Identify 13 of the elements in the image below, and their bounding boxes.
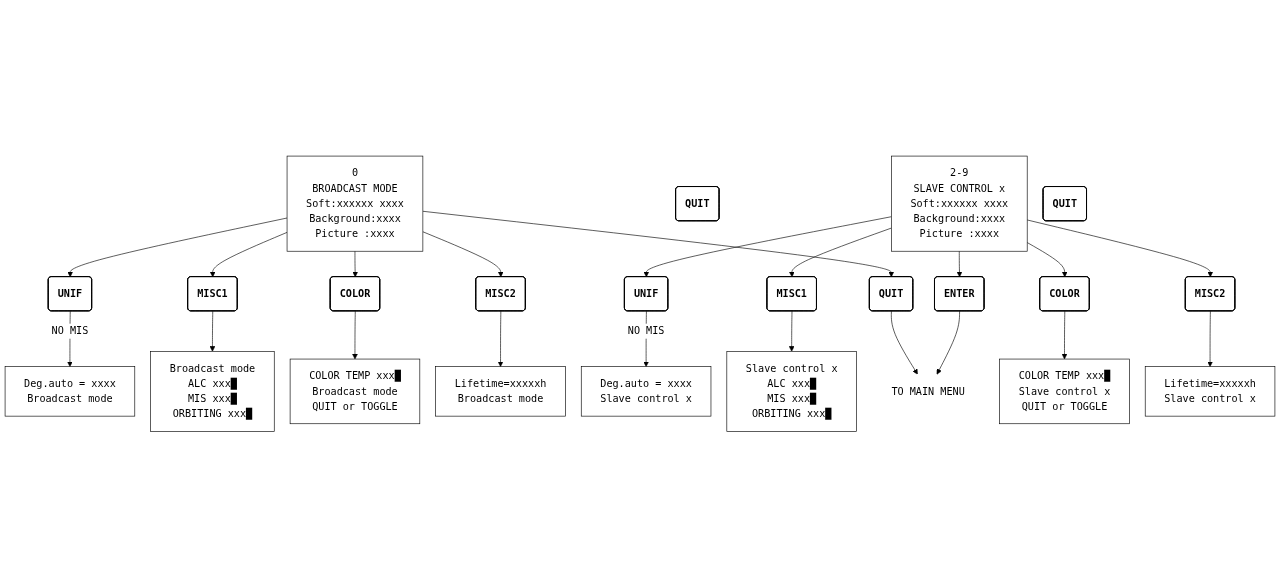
edge-label: NO MIS <box>51 325 89 338</box>
node-box: 2-9 SLAVE CONTROL x Soft:xxxxxx xxxx Background:xxxx Picture :xxxx <box>891 156 1028 252</box>
node-box: Deg.auto = xxxx Broadcast mode <box>4 366 136 417</box>
node-box: COLOR TEMP xxx█ Broadcast mode QUIT or TOGGLE <box>289 359 421 425</box>
node-text: TO MAIN MENU <box>891 385 965 398</box>
node-box: Broadcast mode ALC xxx█ MIS xxx█ ORBITING xxx█ <box>150 351 275 432</box>
node-box: COLOR TEMP xxx█ Slave control x QUIT or TOGGLE <box>999 359 1130 425</box>
node-box: Deg.auto = xxxx Slave control x <box>580 366 712 417</box>
node-box: Lifetime=xxxxxh Slave control x <box>1144 366 1276 417</box>
node-box: Lifetime=xxxxxh Broadcast mode <box>435 366 566 417</box>
edge-label: NO MIS <box>627 325 665 338</box>
node-box: 0 BROADCAST MODE Soft:xxxxxx xxxx Background:xxxx Picture :xxxx <box>286 156 424 252</box>
node-box: Slave control x ALC xxx█ MIS xxx█ ORBITING xxx█ <box>726 351 857 432</box>
